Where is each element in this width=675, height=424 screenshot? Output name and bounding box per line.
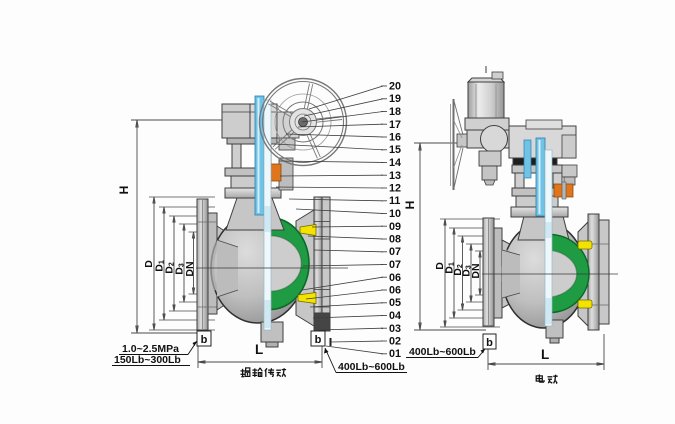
svg-text:08: 08 — [389, 234, 401, 246]
svg-text:D: D — [434, 262, 446, 270]
svg-text:D: D — [143, 260, 155, 268]
svg-text:06: 06 — [389, 272, 401, 284]
svg-text:07: 07 — [389, 259, 401, 271]
svg-text:16: 16 — [389, 132, 401, 144]
svg-text:02: 02 — [389, 336, 401, 348]
svg-text:L: L — [255, 342, 263, 357]
svg-text:b: b — [315, 334, 322, 346]
svg-text:D1: D1 — [153, 260, 165, 272]
svg-text:01: 01 — [389, 348, 401, 360]
svg-text:D3: D3 — [460, 265, 472, 277]
svg-text:17: 17 — [389, 119, 401, 131]
svg-text:13: 13 — [389, 170, 401, 182]
svg-text:03: 03 — [389, 323, 401, 335]
svg-text:DN: DN — [184, 261, 196, 276]
svg-text:400Lb~600Lb: 400Lb~600Lb — [338, 361, 405, 373]
svg-text:20: 20 — [389, 81, 401, 93]
svg-text:400Lb~600Lb: 400Lb~600Lb — [409, 346, 476, 358]
svg-text:D2: D2 — [452, 264, 464, 276]
svg-text:11: 11 — [389, 195, 400, 207]
svg-text:09: 09 — [389, 221, 401, 233]
svg-text:06: 06 — [389, 285, 401, 297]
svg-text:D1: D1 — [443, 262, 455, 274]
svg-text:H: H — [117, 186, 131, 195]
svg-text:05: 05 — [389, 297, 401, 309]
svg-text:b: b — [486, 337, 493, 349]
svg-text:12: 12 — [389, 183, 401, 195]
svg-text:10: 10 — [389, 208, 401, 220]
svg-text:04: 04 — [389, 310, 401, 322]
svg-text:1.0~2.5MPa: 1.0~2.5MPa — [122, 343, 179, 355]
svg-text:L: L — [541, 347, 549, 362]
svg-text:D2: D2 — [163, 262, 175, 274]
svg-text:14: 14 — [389, 157, 401, 169]
svg-text:D3: D3 — [173, 263, 185, 275]
svg-text:b: b — [201, 334, 208, 346]
svg-text:18: 18 — [389, 106, 401, 118]
svg-text:DN: DN — [470, 263, 482, 278]
svg-text:15: 15 — [389, 144, 401, 156]
svg-text:H: H — [403, 201, 417, 210]
svg-text:07: 07 — [389, 246, 401, 258]
svg-text:150Lb~300Lb: 150Lb~300Lb — [114, 354, 181, 366]
svg-text:19: 19 — [389, 93, 401, 105]
